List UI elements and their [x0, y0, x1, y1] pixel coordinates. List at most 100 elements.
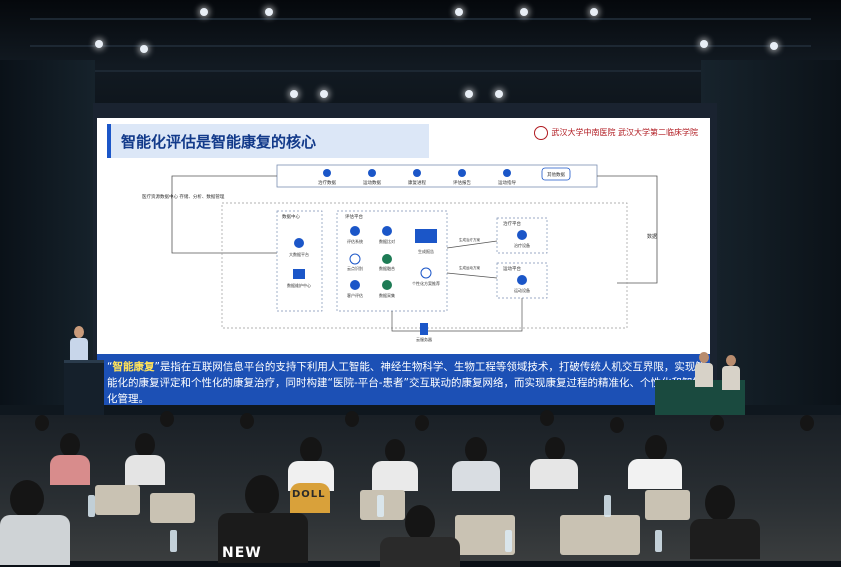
audience: NEW DOLL — [0, 410, 841, 567]
ceiling-light — [95, 40, 103, 48]
eval-item: 客户评估 — [347, 292, 363, 298]
speaker — [68, 326, 90, 366]
treatment-device-icon — [517, 230, 527, 240]
ceiling-beam — [30, 70, 811, 72]
eval-item: 生成报告 — [418, 248, 434, 254]
system-diagram: 治疗数据 运动数据 康复进程 评估报告 运动指导 其他数据 医疗资源数据中心 存… — [142, 164, 658, 342]
server-icon — [420, 323, 428, 335]
data-icon — [458, 169, 466, 177]
big-data-icon — [294, 238, 304, 248]
caption-paragraph: “智能康复”是指在互联网信息平台的支持下利用人工智能、神经生物科学、生物工程等领… — [107, 359, 707, 407]
panelist-head — [699, 352, 709, 363]
ceiling-light — [200, 8, 208, 16]
water-bottle — [377, 495, 384, 517]
ceiling-light — [590, 8, 598, 16]
projection-slide: 智能化评估是智能康复的核心 武汉大学中南医院 武汉大学第二临床学院 治疗数据 运… — [97, 118, 710, 354]
shirt-print: NEW — [222, 545, 262, 561]
ceiling-light — [495, 90, 503, 98]
ceiling-light — [320, 90, 328, 98]
ceiling-light — [140, 45, 148, 53]
yellow-shirt — [290, 483, 330, 513]
speaker-body — [70, 338, 88, 364]
eval-item: 个性化方案推荐 — [412, 280, 440, 286]
right-label: 数据 — [647, 233, 657, 240]
arrow — [446, 240, 498, 249]
top-item-label: 运动数据 — [363, 179, 381, 186]
ceiling-light — [770, 42, 778, 50]
fusion-icon — [382, 254, 392, 264]
cloud-connector — [391, 298, 523, 332]
eval-platform-label: 评估平台 — [345, 213, 363, 220]
plan-icon — [420, 267, 432, 279]
eval-item: 评估系统 — [347, 238, 363, 244]
podium — [64, 360, 104, 423]
eval-item: 数据融合 — [379, 265, 395, 271]
panelist — [722, 355, 740, 391]
sport-platform-label: 运动平台 — [503, 265, 521, 272]
treatment-platform-box — [496, 217, 548, 254]
slide-title: 智能化评估是智能康复的核心 — [121, 133, 317, 151]
water-bottle — [88, 495, 95, 517]
sport-device-icon — [517, 275, 527, 285]
panelist-head — [726, 355, 736, 366]
panelist-body — [695, 363, 713, 387]
data-icon — [368, 169, 376, 177]
top-item-label: 其他数据 — [547, 171, 565, 178]
windows-icon — [293, 269, 305, 279]
water-bottle — [505, 530, 512, 552]
client-eval-icon — [350, 280, 360, 290]
water-bottle — [655, 530, 662, 552]
left-label: 医疗资源数据中心 存储、分析、数据管理 — [142, 193, 225, 200]
ceiling-beam — [30, 45, 811, 47]
eval-system-icon — [350, 226, 360, 236]
collect-icon — [382, 280, 392, 290]
data-center-label: 数据中心 — [282, 213, 300, 220]
data-center-item: 数据维护中心 — [287, 282, 311, 288]
hospital-logo-text: 武汉大学中南医院 武汉大学第二临床学院 — [551, 128, 698, 137]
data-icon — [541, 167, 571, 181]
ceiling-light — [265, 8, 273, 16]
cloud-recog-icon — [349, 253, 361, 265]
report-icon — [415, 229, 437, 243]
system-boundary — [221, 202, 628, 329]
treatment-platform-label: 治疗平台 — [503, 220, 521, 227]
arrow-label: 生成运动方案 — [459, 265, 480, 270]
caption-text: ”是指在互联网信息平台的支持下利用人工智能、神经生物科学、生物工程等领域技术，打… — [107, 361, 706, 405]
top-item-label: 治疗数据 — [318, 179, 336, 186]
ceiling-beam — [30, 18, 811, 20]
data-icon — [323, 169, 331, 177]
compare-icon — [382, 226, 392, 236]
ceiling-light — [520, 8, 528, 16]
data-center-item: 大数据平台 — [289, 251, 309, 257]
caption-term: 智能康复 — [112, 361, 155, 373]
ceiling-light — [455, 8, 463, 16]
water-bottle — [170, 530, 177, 552]
speaker-head — [74, 326, 84, 338]
cloud-label: 云服务器 — [416, 336, 432, 342]
left-connector — [171, 175, 277, 254]
top-item-label: 评估报告 — [453, 179, 471, 186]
ceiling-light — [465, 90, 473, 98]
sport-device: 运动设备 — [514, 287, 530, 293]
eval-item: 数据比对 — [379, 238, 395, 244]
hospital-logo: 武汉大学中南医院 武汉大学第二临床学院 — [534, 126, 698, 140]
arrow-label: 生成治疗方案 — [459, 237, 480, 242]
top-item-label: 运动指导 — [498, 179, 516, 186]
top-item-label: 康复进程 — [408, 179, 426, 186]
top-items: 治疗数据 运动数据 康复进程 评估报告 运动指导 其他数据 — [318, 167, 571, 186]
arrow — [446, 272, 498, 279]
data-icon — [503, 169, 511, 177]
panelist — [695, 352, 713, 388]
eval-item: 云点识别 — [347, 265, 363, 271]
right-connector — [597, 175, 658, 284]
slide-title-box: 智能化评估是智能康复的核心 — [107, 124, 429, 158]
data-icon — [413, 169, 421, 177]
slide-caption: “智能康复”是指在互联网信息平台的支持下利用人工智能、神经生物科学、生物工程等领… — [97, 354, 710, 410]
water-bottle — [604, 495, 611, 517]
ceiling-light — [290, 90, 298, 98]
hospital-logo-icon — [534, 126, 549, 140]
ceiling — [0, 0, 841, 110]
data-center-box — [276, 210, 323, 312]
eval-item: 数据采集 — [379, 292, 395, 298]
treatment-device: 治疗设备 — [514, 242, 530, 248]
